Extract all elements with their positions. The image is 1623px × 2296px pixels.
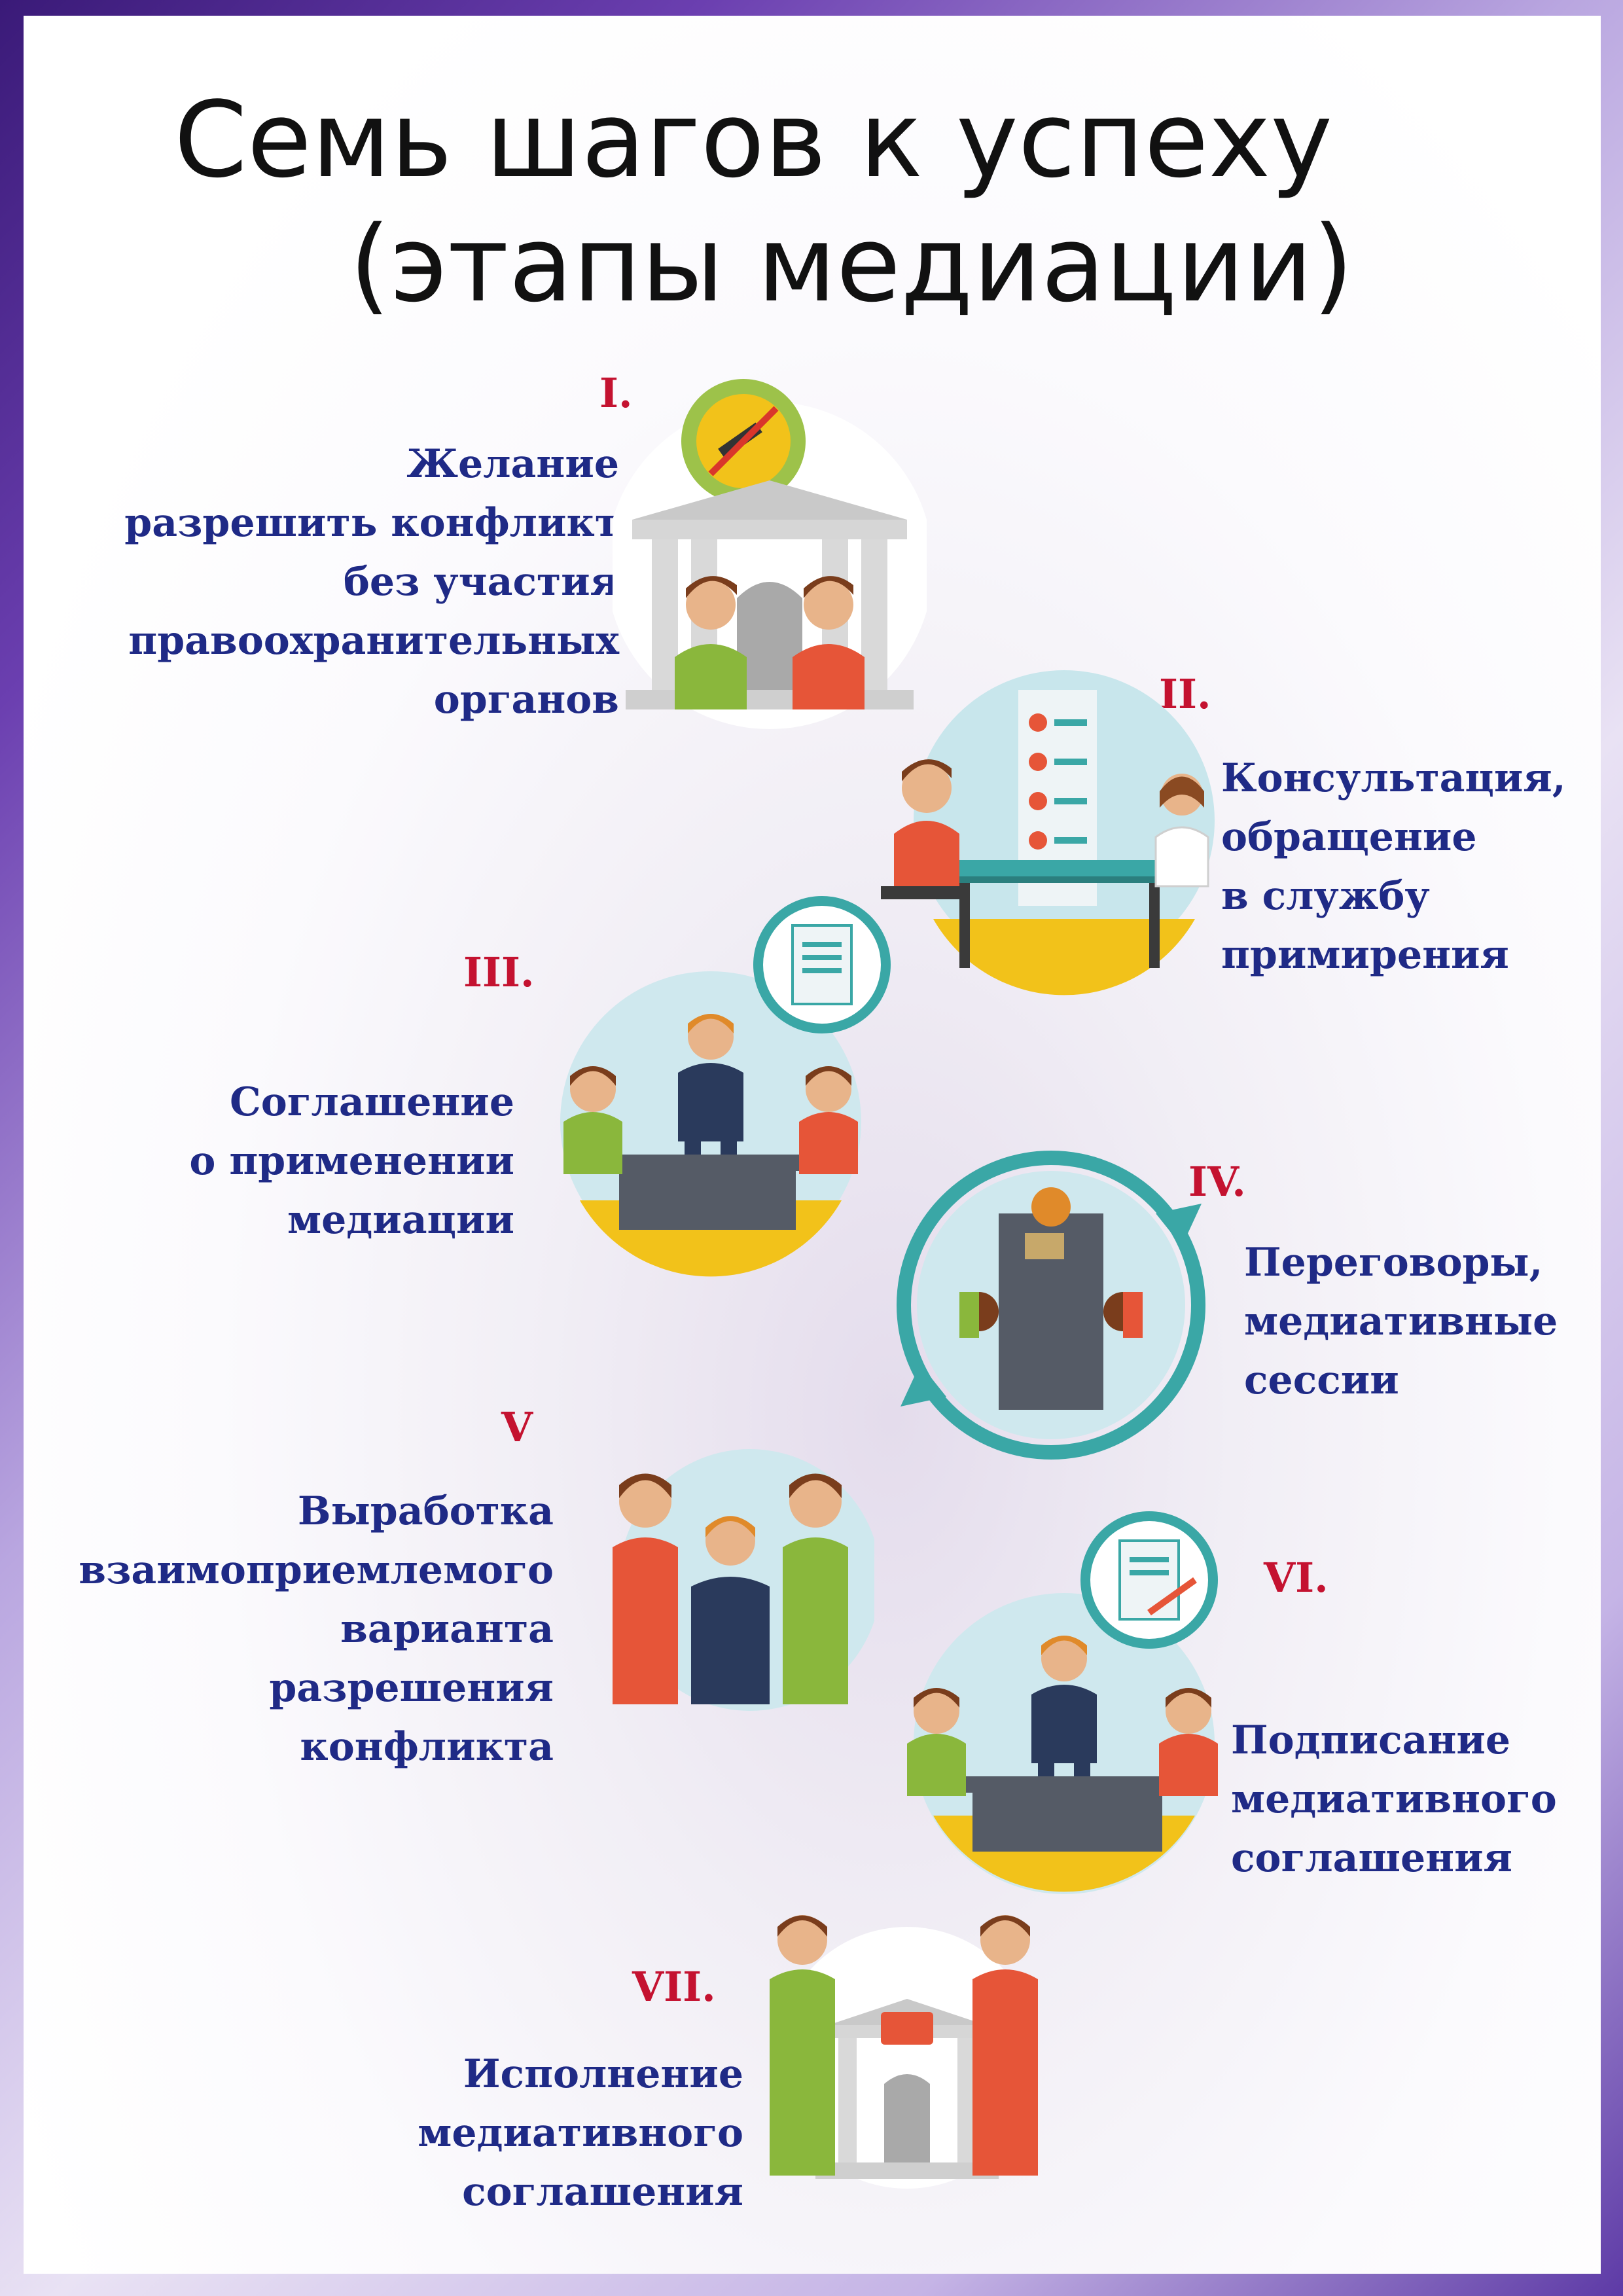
negotiation-session-illustration [897,1151,1205,1460]
step-2-text: Консультация, обращение в службу примире… [1221,755,1566,978]
handshake-agreement-illustration [613,1449,874,1711]
agreement-meeting-illustration [560,896,891,1277]
consultation-illustration [881,670,1215,996]
page-title-line-2: (этапы медиации) [349,203,1354,325]
execution-illustration [770,1915,1038,2189]
step-6-numeral: VI. [1264,1554,1329,1602]
step-7-text: Исполнение медиативного соглашения [418,2051,743,2215]
signing-agreement-illustration [907,1511,1218,1894]
step-5-text: Выработка взаимоприемлемого варианта раз… [79,1488,554,1770]
step-4-numeral: IV. [1188,1158,1246,1206]
page-title-line-1: Семь шагов к успеху [173,79,1333,201]
step-1-text: Желание разрешить конфликт без участия п… [124,441,619,723]
step-3-numeral: III. [463,948,535,996]
step-7-numeral: VII. [632,1963,716,2011]
poster: Семь шагов к успеху (этапы медиации) I. … [24,16,1601,2274]
step-5-numeral: V [501,1403,533,1451]
courthouse-illustration [613,379,927,729]
step-4-text: Переговоры, медиативные сессии [1244,1240,1558,1403]
step-3-text: Соглашение о применении медиации [189,1079,514,1243]
step-1-numeral: I. [599,369,633,417]
step-2-numeral: II. [1159,670,1211,718]
step-6-text: Подписание медиативного соглашения [1231,1717,1557,1881]
